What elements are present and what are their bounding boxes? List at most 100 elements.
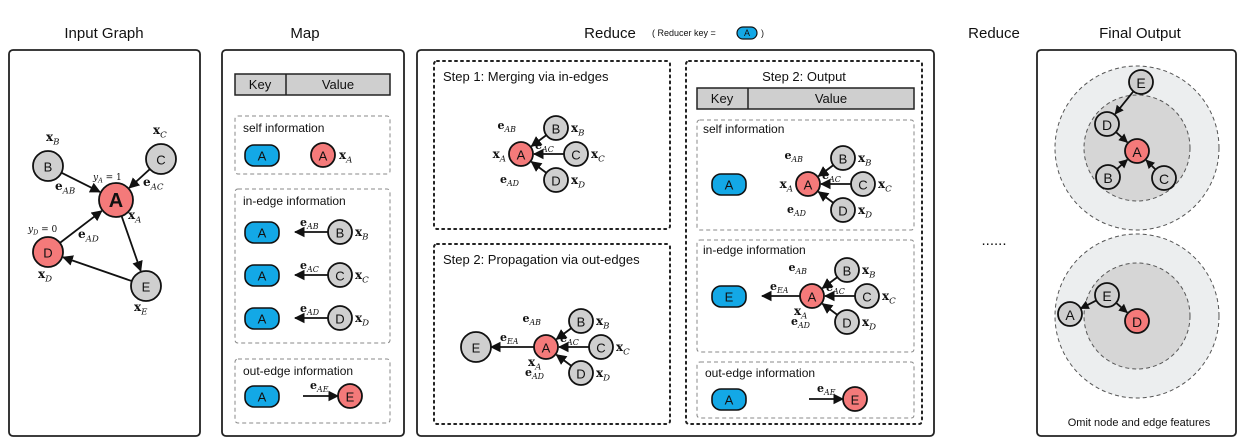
map-title: Map — [290, 25, 319, 42]
node-label: C — [156, 153, 165, 168]
step2prop-edge-label-AD: eAD — [525, 366, 545, 381]
step2prop-leaf-D: D — [568, 360, 594, 386]
math-symbol: x — [38, 267, 46, 281]
graph1-node-B: B — [1095, 164, 1121, 190]
node-circle — [1124, 138, 1150, 164]
math-rest: = 1 — [103, 173, 122, 183]
node-label: A — [319, 149, 328, 164]
math-subscript: A — [97, 177, 103, 185]
reduce-title: Reduce — [584, 25, 636, 42]
node-circle — [1151, 165, 1177, 191]
math-subscript: AE — [316, 385, 329, 394]
math-subscript: C — [885, 184, 892, 194]
step1-edge-B — [530, 134, 547, 147]
graph1-edge-E-D — [1114, 90, 1135, 115]
key-pill-label: E — [725, 290, 734, 305]
input-node-D: D — [32, 236, 64, 268]
key-pill-shape — [711, 388, 747, 411]
step1-leaf-B: B — [543, 115, 569, 141]
math-symbol: x — [355, 225, 363, 239]
step2prop-feature-D: xD — [596, 366, 610, 383]
step2out-edge-label: eAE — [817, 382, 836, 397]
edge-A-E — [120, 215, 143, 272]
math-symbol: x — [153, 123, 161, 137]
edge-C-A — [128, 168, 151, 189]
math-symbol: e — [784, 149, 791, 162]
math-symbol: x — [780, 177, 788, 191]
math-subscript: A — [499, 154, 506, 164]
math-subscript: C — [889, 296, 896, 306]
step2in-leaf-B: B — [834, 257, 860, 283]
key-pill-label: A — [258, 312, 267, 327]
node-circle — [1095, 164, 1121, 190]
step2in-center-feature: xA — [794, 304, 807, 321]
math-subscript: E — [140, 307, 148, 317]
map-key-A: A — [244, 144, 280, 167]
math-subscript: B — [52, 137, 59, 147]
map-key-A: A — [244, 221, 280, 244]
math-symbol: e — [522, 312, 529, 325]
node-label: B — [843, 264, 852, 279]
step2prop-edge-D — [555, 354, 572, 367]
math-symbol: y — [92, 173, 99, 183]
input-node-A: A — [98, 182, 134, 218]
graph2-node-E: E — [1094, 282, 1120, 308]
graph2-edge-E-D — [1115, 302, 1128, 314]
feature-C: xC — [153, 123, 167, 140]
node-circle — [850, 171, 876, 197]
node-label: D — [335, 312, 344, 327]
step1-feature-B: xB — [571, 121, 585, 138]
node-label: B — [1103, 170, 1112, 186]
math-subscript: B — [602, 321, 609, 331]
math-symbol: x — [862, 315, 870, 329]
math-subscript: AB — [62, 186, 76, 196]
map-feature: xB — [355, 225, 369, 242]
node-circle — [568, 360, 594, 386]
step1-leaf-D: D — [543, 167, 569, 193]
math-symbol: x — [571, 173, 579, 187]
map-edge-label: eAC — [300, 259, 319, 274]
step2self-edge-B — [817, 164, 834, 177]
node-label: A — [109, 190, 123, 212]
reducer-key-suffix: ) — [761, 28, 764, 38]
math-subscript: D — [868, 322, 876, 332]
node-label: C — [596, 341, 605, 356]
node-label: E — [142, 280, 151, 295]
edge-B-A — [61, 171, 101, 193]
step2in-edge-B — [821, 276, 838, 289]
node-label: D — [576, 367, 585, 382]
header-value: Value — [322, 77, 354, 92]
graph2-node-A: A — [1057, 301, 1083, 327]
node-circle — [145, 143, 177, 175]
node-label: E — [472, 341, 481, 356]
map-value-node-B: B — [327, 219, 353, 245]
node-label: C — [1159, 171, 1169, 187]
step2self-edge-label-AC: eAC — [822, 169, 841, 184]
math-subscript: AD — [85, 234, 99, 244]
step2-output-box — [685, 60, 923, 425]
input-node-C: C — [145, 143, 177, 175]
map-edge-label: eAD — [300, 302, 320, 317]
math-subscript: AD — [506, 179, 520, 188]
reducer-key-prefix: ( Reducer key = — [652, 28, 716, 38]
node-circle — [1124, 308, 1150, 334]
step2self-leaf-C: C — [850, 171, 876, 197]
node-label: D — [43, 246, 52, 261]
section-box — [696, 361, 915, 419]
node-circle — [32, 236, 64, 268]
math-subscript: C — [623, 347, 630, 357]
step2self-center-feature: xA — [780, 177, 793, 194]
math-symbol: x — [878, 177, 886, 191]
node-circle — [854, 283, 880, 309]
step2prop-edge-B — [555, 327, 572, 340]
label-annotation-A: yA = 1 — [92, 173, 122, 185]
feature-B: xB — [46, 130, 60, 147]
map-key-A: A — [244, 385, 280, 408]
math-symbol: e — [143, 175, 151, 189]
step2in-center-A: A — [799, 283, 825, 309]
input-graph-title: Input Graph — [64, 25, 143, 42]
math-symbol: x — [616, 340, 624, 354]
